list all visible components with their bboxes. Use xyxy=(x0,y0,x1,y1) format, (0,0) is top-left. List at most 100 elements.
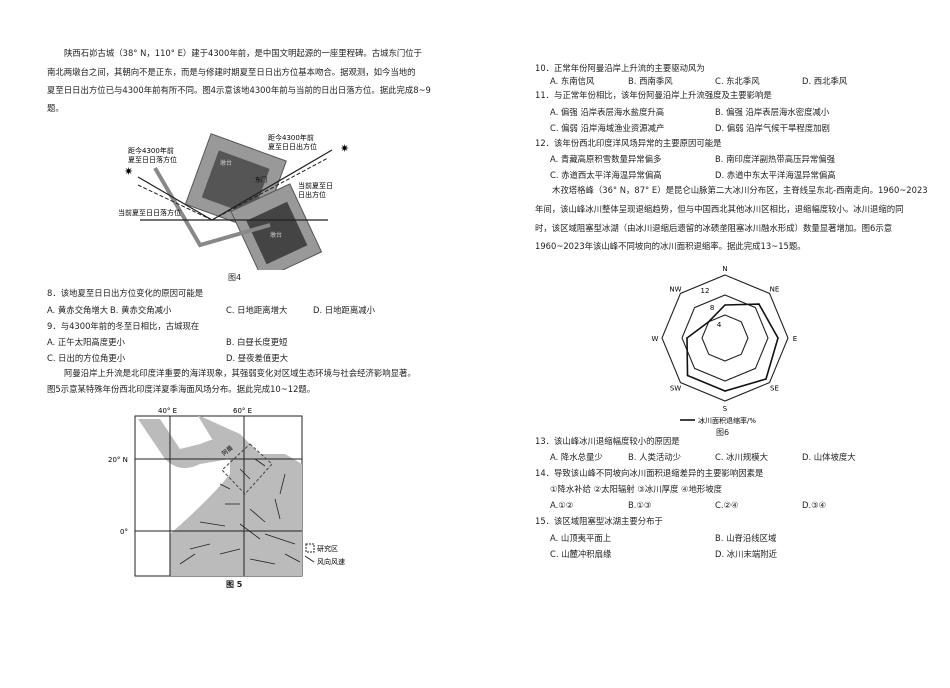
label-old-sunset: 距今4300年前 xyxy=(128,146,174,155)
q15-option-b: B. 山脊沿线区域 xyxy=(715,533,777,543)
tower-south xyxy=(230,183,323,270)
q12-option-b: B. 南印度洋副热带高压异常偏强 xyxy=(715,154,835,164)
direction-label-e: E xyxy=(793,335,797,343)
data-point-nw xyxy=(707,320,710,323)
question-10-stem: 10．正常年份阿曼沿岸上升流的主要驱动风为 xyxy=(535,63,705,73)
data-point-e xyxy=(777,337,779,339)
sea-area xyxy=(138,419,302,576)
direction-label-ne: NE xyxy=(770,286,780,294)
figure-4-caption: 图4 xyxy=(228,273,242,282)
question-12-stem: 12．该年份西北印度洋风场异常的主要原因可能是 xyxy=(535,138,722,148)
intro-paragraph-1-line: 夏至日日出方位已与4300年前有所不同。图4示意该地4300年前与当前的日出日落… xyxy=(47,85,431,95)
q13-option-a: A. 降水总量少 xyxy=(550,452,603,462)
label-old-sunset: 夏至日日落方位 xyxy=(128,155,177,164)
q13-option-c: C. 冰川规模大 xyxy=(715,452,769,462)
q11-option-d: D. 偏弱 沿岸气候干旱程度加剧 xyxy=(715,123,830,133)
q9-option-d: D. 昼夜差值更大 xyxy=(226,353,289,363)
q10-option-b: B. 西南季风 xyxy=(628,76,673,86)
direction-label-n: N xyxy=(722,265,727,273)
wall xyxy=(153,166,271,248)
intro-paragraph-2-line: 图5示意某特殊年份西北印度洋夏季海面风场分布。据此完成10~12题。 xyxy=(47,384,316,394)
q11-option-c: C. 偏弱 沿岸海域渔业资源减产 xyxy=(550,123,665,133)
legend-wind-arrow-icon xyxy=(304,555,315,563)
label-old-sunrise: 距今4300年前 xyxy=(268,133,314,142)
q9-option-c: C. 日出的方位角更小 xyxy=(47,353,126,363)
now-sunrise-line xyxy=(211,157,329,221)
lon-label-40e: 40° E xyxy=(158,407,177,415)
question-14-stem: 14．导致该山峰不同坡向冰川面积退缩差异的主要影响因素是 xyxy=(535,468,764,478)
ring-label: 4 xyxy=(717,321,722,329)
q8-option-d: D. 日地距离减小 xyxy=(313,305,376,315)
question-13-stem: 13．该山峰冰川退缩幅度较小的原因是 xyxy=(535,436,680,446)
legend-label: 冰川面积退缩率/% xyxy=(698,416,756,425)
q10-option-d: D. 西北季风 xyxy=(802,76,848,86)
direction-label-se: SE xyxy=(770,384,779,392)
q14-option-b: B.①③ xyxy=(628,500,652,510)
figure-6-caption: 图6 xyxy=(716,428,730,437)
ring-4 xyxy=(701,314,749,362)
direction-label-w: W xyxy=(652,335,659,343)
figure-4-diagram: ✷ ✷ 墩台 墩台 东门 距今4300年前 夏至日日出方位 距今4300年前 夏… xyxy=(118,133,349,270)
legend-study-area-icon xyxy=(305,543,315,553)
tower-label: 墩台 xyxy=(270,231,282,239)
lat-label-equator: 0° xyxy=(120,528,128,536)
label-now-sunset: 当前夏至日日落方位 xyxy=(118,208,181,217)
gate-label: 东门 xyxy=(255,176,267,184)
ring-12 xyxy=(661,274,789,402)
q14-option-a: A.①② xyxy=(550,500,574,510)
data-point-w xyxy=(686,337,688,339)
q10-option-c: C. 东北季风 xyxy=(715,76,760,86)
q15-option-d: D. 冰川末端附近 xyxy=(715,549,778,559)
label-now-sunrise: 当前夏至日 xyxy=(298,181,333,190)
figure-5-caption: 图 5 xyxy=(226,580,243,589)
intro-paragraph-3-line: 1960~2023年该山峰不同坡向的冰川面积退缩率。据此完成13~15题。 xyxy=(535,241,806,251)
direction-label-s: S xyxy=(723,405,728,413)
question-11-stem: 11．与正常年份相比，该年份阿曼沿岸上升流强度及主要影响是 xyxy=(535,90,772,100)
question-15-stem: 15．该区域阻塞型冰湖主要分布于 xyxy=(535,516,663,526)
q14-option-c: C.②④ xyxy=(715,500,739,510)
q8-option-c: C. 日地距离增大 xyxy=(226,305,288,315)
direction-label-nw: NW xyxy=(669,286,681,294)
lat-label-20n: 20° N xyxy=(108,456,128,464)
ring-8 xyxy=(681,294,769,382)
q13-option-b: B. 人类活动少 xyxy=(628,452,681,462)
q11-option-b: B. 偏强 沿岸表层海水密度减小 xyxy=(715,107,830,117)
direction-label-sw: SW xyxy=(670,384,681,392)
question-8-stem: 8．该地夏至日日出方位变化的原因可能是 xyxy=(47,288,204,298)
ring-label: 8 xyxy=(710,304,714,312)
lon-label-60e: 60° E xyxy=(233,407,252,415)
study-area-box xyxy=(221,443,273,495)
q10-option-a: A. 东南信风 xyxy=(550,76,595,86)
legend-wind: 风向风速 xyxy=(317,557,345,566)
wind-arrows xyxy=(179,458,301,565)
figure-6-radar-chart: 4 8 12 N NE E SE S SW W NW 冰川面积退缩率/% xyxy=(652,265,798,425)
q15-option-c: C. 山麓冲积扇缘 xyxy=(550,549,612,559)
intro-paragraph-3-line: 木孜塔格峰（36° N，87° E）是昆仑山脉第二大冰川分布区，主脊线呈东北-西… xyxy=(552,185,928,195)
data-point-n xyxy=(724,304,726,306)
intro-paragraph-1-line: 题。 xyxy=(47,103,64,113)
old-sunset-line xyxy=(137,176,213,221)
label-now-sunrise: 日出方位 xyxy=(298,190,326,199)
q8-option-a: A. 黄赤交角增大 xyxy=(47,305,109,315)
now-sunset-line xyxy=(137,184,213,221)
q9-option-b: B. 白昼长度更短 xyxy=(226,337,288,347)
sun-icon: ✷ xyxy=(340,142,349,155)
q12-option-d: D. 赤道中东太平洋海温异常偏高 xyxy=(715,170,836,180)
intro-paragraph-1-line: 陕西石峁古城（38° N，110° E）建于4300年前，是中国文明起源的一座里… xyxy=(64,48,422,58)
data-point-se xyxy=(765,378,767,380)
ring-label: 12 xyxy=(701,287,710,295)
sun-icon: ✷ xyxy=(124,165,133,178)
q15-option-a: A. 山顶夷平面上 xyxy=(550,533,612,543)
intro-paragraph-1-line: 南北两墩台之间，其朝向不是正东，而是与修建时期夏至日日出方位基本吻合。据观测，如… xyxy=(47,67,416,77)
q13-option-d: D. 山体坡度大 xyxy=(802,452,856,462)
q9-option-a: A. 正午太阳高度更小 xyxy=(47,337,125,347)
data-point-s xyxy=(724,390,726,392)
legend-study-area: 研究区 xyxy=(317,544,338,553)
q12-option-a: A. 青藏高原积雪数量异常偏多 xyxy=(550,154,662,164)
intro-paragraph-3-line: 年间，该山峰冰川整体呈现退缩趋势，但与中国西北其他冰川区相比，退缩幅度较小。冰川… xyxy=(535,204,904,214)
old-sunrise-line xyxy=(211,149,333,221)
figure-5-map: 40° E 60° E 20° N 0° 阿曼 研究区 风向风速 xyxy=(108,407,345,577)
q14-factors: ①降水补给 ②太阳辐射 ③冰川厚度 ④地形坡度 xyxy=(550,484,723,494)
question-9-stem: 9．与4300年前的冬至日相比，古城现在 xyxy=(47,321,200,331)
